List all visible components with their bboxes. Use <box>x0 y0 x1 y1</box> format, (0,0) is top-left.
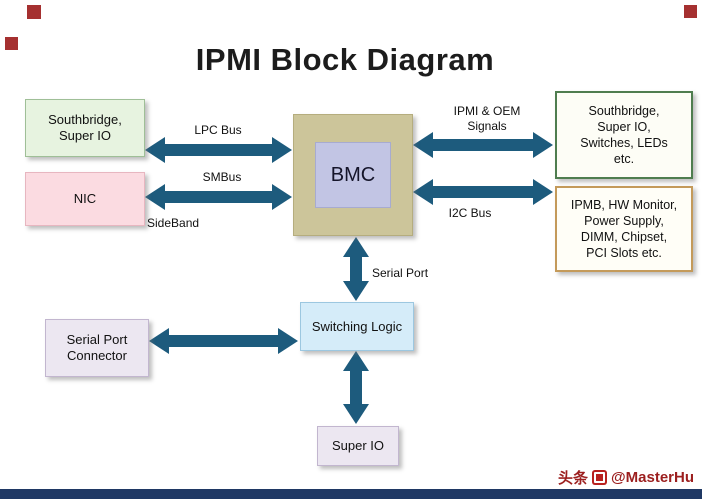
box-text-line: Switches, LEDs <box>580 136 668 150</box>
serial-port-arrow <box>343 237 369 301</box>
box-text-line: DIMM, Chipset, <box>580 230 668 244</box>
watermark-prefix: 头条 <box>558 470 589 487</box>
bmc-box: BMC <box>315 142 391 208</box>
box-text-line: Switching Logic <box>311 318 403 334</box>
super-io-box: Super IO <box>317 426 399 466</box>
southbridge-superio-box: Southbridge, Super IO <box>25 99 145 157</box>
box-text-line: Super IO, <box>597 120 651 134</box>
watermark: 头条 @MasterHu <box>558 467 694 488</box>
decor-square-icon <box>5 37 18 50</box>
box-text-line: etc. <box>613 152 635 166</box>
box-text-line: NIC <box>73 191 97 206</box>
box-text-line: Super IO <box>331 438 385 453</box>
i2c-bus-label: I2C Bus <box>448 206 492 220</box>
smbus-label: SMBus <box>202 170 242 184</box>
box-text-line: Connector <box>67 348 127 363</box>
i2c-bus-arrow <box>413 179 553 205</box>
peripherals-tan-box: IPMB, HW Monitor, Power Supply, DIMM, Ch… <box>555 186 693 272</box>
peripherals-green-box: Southbridge, Super IO, Switches, LEDs et… <box>555 91 693 179</box>
ipmi-oem-signals-label: IPMI & OEM Signals <box>432 104 542 134</box>
smbus-arrow <box>145 184 292 210</box>
label-line: IPMI & OEM <box>453 104 521 118</box>
box-text-line: Southbridge, <box>588 104 660 118</box>
switching-superio-arrow <box>343 351 369 424</box>
diagram-title: IPMI Block Diagram <box>195 42 495 77</box>
serial-port-label: Serial Port <box>372 266 429 280</box>
toutiao-logo-icon <box>592 470 608 485</box>
nic-box: NIC <box>25 172 145 226</box>
box-text-line: BMC <box>330 164 376 186</box>
sideband-label: SideBand <box>147 216 200 230</box>
label-line: Signals <box>467 119 507 133</box>
lpc-bus-label: LPC Bus <box>194 123 242 137</box>
bottom-bar <box>0 489 702 499</box>
box-text-line: IPMB, HW Monitor, <box>570 198 678 212</box>
serial-connector-arrow <box>149 328 298 354</box>
lpc-bus-arrow <box>145 137 292 163</box>
box-text-line: Super IO <box>58 128 112 143</box>
ipmi-oem-signals-arrow <box>413 132 553 158</box>
serial-port-connector-box: Serial Port Connector <box>45 319 149 377</box>
bmc-outer-box: BMC <box>293 114 413 236</box>
switching-logic-box: Switching Logic <box>300 302 414 351</box>
box-text-line: Southbridge, <box>48 112 122 127</box>
box-text-line: Serial Port <box>66 332 128 347</box>
box-text-line: PCI Slots etc. <box>586 246 662 260</box>
box-text-line: Power Supply, <box>584 214 664 228</box>
watermark-handle: @MasterHu <box>611 469 694 486</box>
decor-square-icon <box>27 5 41 19</box>
decor-square-icon <box>684 5 697 18</box>
